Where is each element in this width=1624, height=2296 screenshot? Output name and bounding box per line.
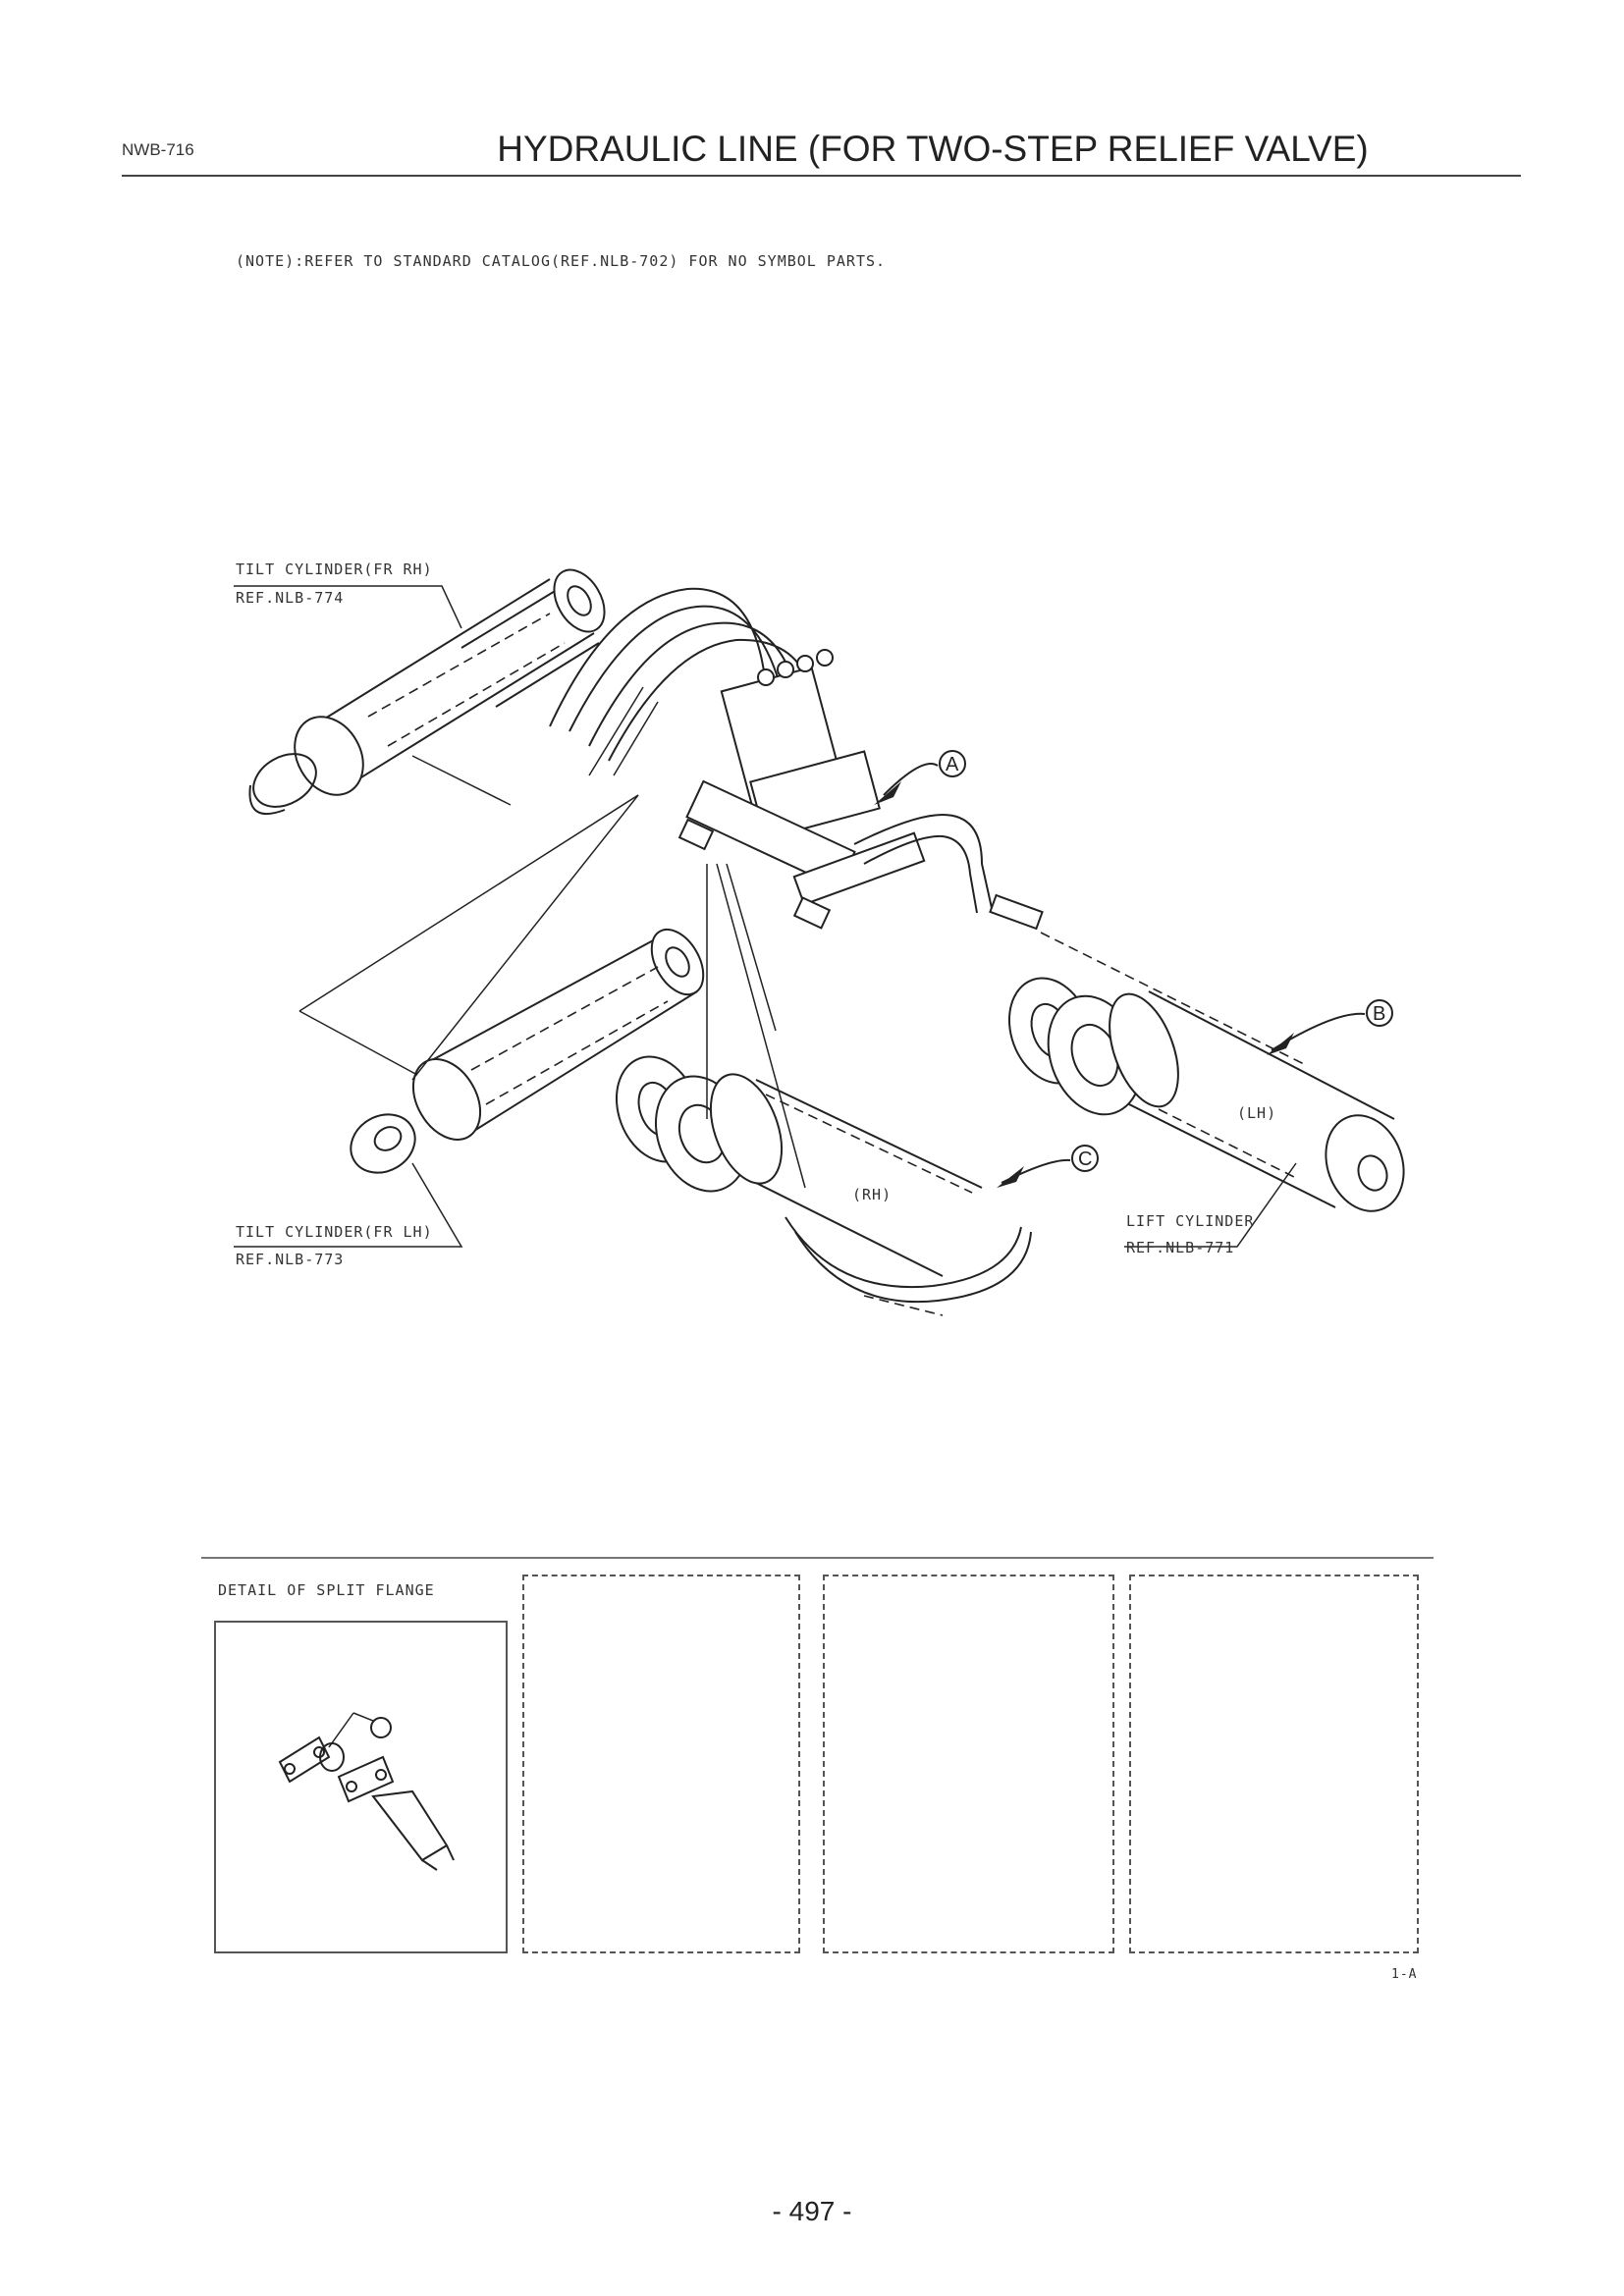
lift-cylinder-label: LIFT CYLINDER [1126,1212,1255,1230]
lift-hose-drawing [853,813,1044,931]
detail-frame [214,1621,508,1953]
rh-side-label: (RH) [852,1186,893,1203]
tilt-cylinder-lh-ref: REF.NLB-773 [236,1251,345,1268]
lift-cylinder-rh-drawing [615,1055,1032,1316]
callout-b: B [1267,999,1393,1055]
detail-title: DETAIL OF SPLIT FLANGE [218,1581,435,1599]
empty-detail-frame-3 [1129,1575,1419,1953]
catalog-code: NWB-716 [122,140,194,159]
empty-detail-frame-2 [823,1575,1114,1953]
tilt-cylinder-rh-drawing [248,568,606,815]
lh-side-label: (LH) [1237,1104,1277,1122]
tilt-cylinder-rh-label: TILT CYLINDER(FR RH) [236,561,433,578]
callout-c: C [997,1145,1099,1188]
header-rule [122,175,1521,177]
split-flange-drawing [278,1712,455,1871]
valve-assembly-drawing [677,649,926,930]
callout-a-label: A [946,754,959,775]
callout-a: A [874,750,966,805]
tilt-cylinder-rh-ref: REF.NLB-774 [236,589,345,607]
empty-detail-frame-1 [522,1575,800,1953]
page-title: HYDRAULIC LINE (FOR TWO-STEP RELIEF VALV… [497,129,1369,169]
hose-bundle-drawing [549,587,811,776]
tilt-cylinder-lh-drawing [350,928,705,1174]
callout-c-label: C [1078,1148,1092,1170]
lift-cylinder-lh-drawing [1007,932,1405,1212]
leader-lines [234,585,1297,1248]
section-divider [201,1557,1434,1559]
lift-cylinder-ref: REF.NLB-771 [1126,1239,1235,1256]
callout-b-label: B [1373,1003,1385,1025]
sheet-code: 1-A [1391,1967,1418,1982]
page-number: - 497 - [772,2196,852,2226]
reference-note: (NOTE):REFER TO STANDARD CATALOG(REF.NLB… [236,252,887,270]
tilt-cylinder-lh-label: TILT CYLINDER(FR LH) [236,1223,433,1241]
